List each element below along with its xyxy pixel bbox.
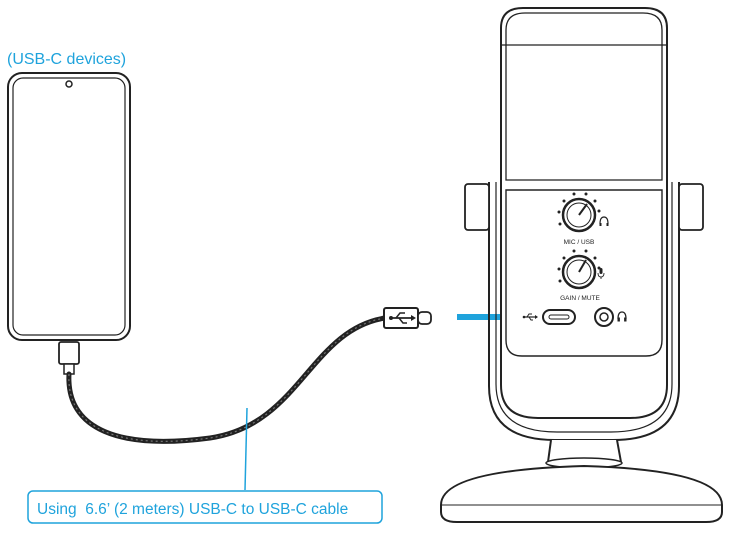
phone-camera: [65, 80, 73, 88]
usb-port-icon: [522, 313, 538, 321]
gain-mute-label: GAIN / MUTE: [560, 295, 600, 302]
left-side-knob: [464, 183, 490, 231]
phone-screen: [12, 77, 126, 336]
cable-caption-box: [27, 490, 383, 524]
headphone-jack[interactable]: [594, 307, 614, 327]
mic-usb-label: MIC / USB: [564, 239, 595, 246]
microphone: MIC / USB GAIN / MUTE: [440, 7, 723, 523]
cable-callout-line: [244, 407, 248, 491]
mic-icon: [597, 268, 605, 279]
cable-connector-tip: [417, 311, 432, 325]
stand-base: [440, 464, 723, 523]
headphone-icon: [617, 311, 627, 322]
headphone-icon: [599, 216, 609, 226]
mic-usb-knob[interactable]: [557, 192, 609, 233]
usb-c-cable: [66, 307, 432, 444]
smartphone: [7, 72, 131, 375]
mic-grille: [505, 12, 663, 181]
cable-highlight: [68, 317, 386, 442]
phone-body: [7, 72, 131, 341]
right-side-knob: [678, 183, 704, 231]
cable-caption: Using 6.6’ (2 meters) USB-C to USB-C cab…: [37, 501, 348, 518]
usb-c-port[interactable]: [542, 309, 576, 325]
phone-plug: [58, 341, 80, 365]
knob-dots-top: [557, 192, 601, 226]
usb-icon: [389, 312, 416, 324]
knob-dots-bottom: [557, 249, 601, 283]
mic-yoke-inner: [495, 182, 673, 433]
gain-mute-knob[interactable]: [557, 249, 605, 290]
phone-caption: (USB-C devices): [7, 51, 126, 68]
